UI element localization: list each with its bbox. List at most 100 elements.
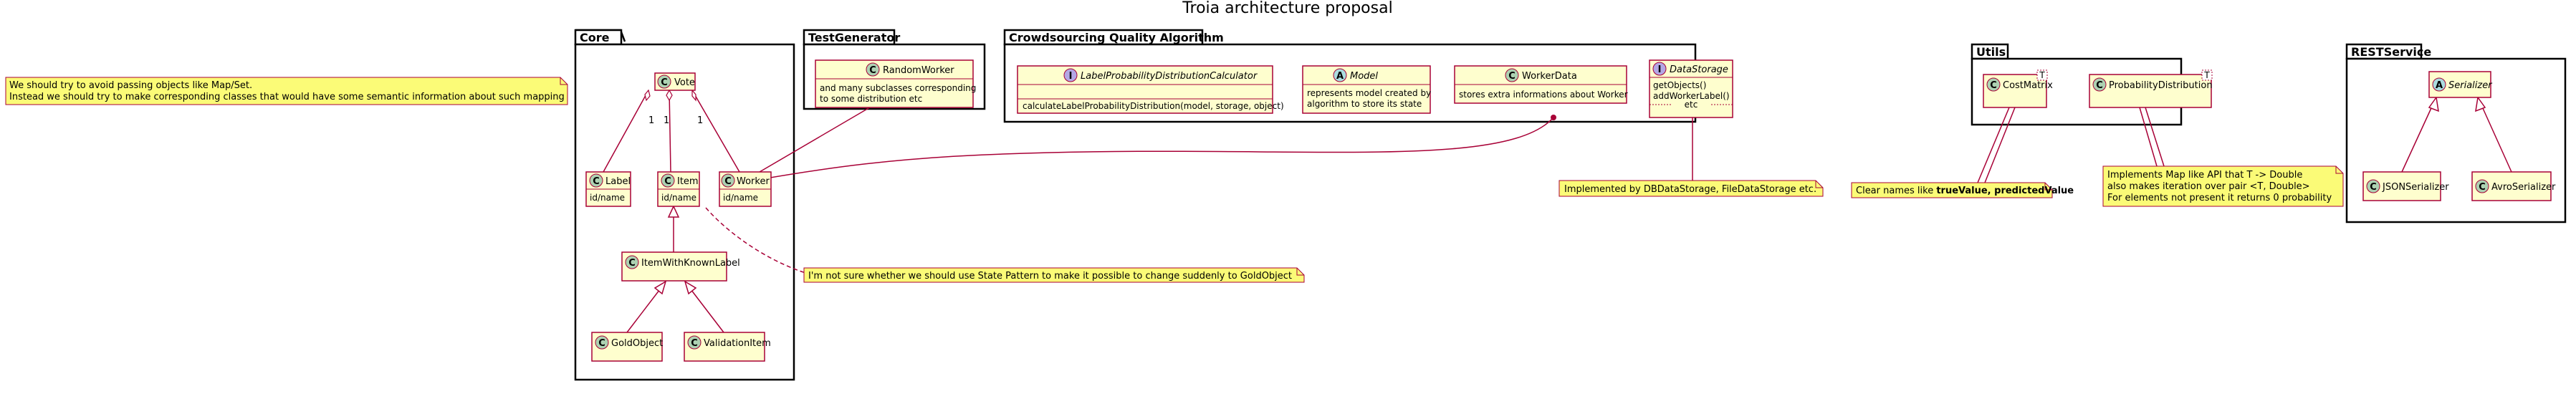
class-costmatrix-name: CostMatrix: [2003, 80, 2053, 91]
svg-text:C: C: [2370, 182, 2377, 193]
class-vote: C Vote: [654, 72, 696, 91]
svg-text:C: C: [869, 65, 876, 76]
svg-text:A: A: [1336, 71, 1344, 82]
class-randomworker: C RandomWorker and many subclasses corre…: [815, 59, 976, 108]
assoc-vote-worker: [691, 90, 740, 173]
class-avroserializer-name: AvroSerializer: [2491, 182, 2556, 193]
note-mapset: We should try to avoid passing objects l…: [5, 77, 568, 105]
class-model-desc1: represents model created by: [1307, 88, 1431, 98]
note-link-map: [2139, 107, 2158, 167]
class-worker-name: Worker: [737, 176, 770, 187]
svg-text:C: C: [2096, 80, 2103, 91]
class-serializer: A Serializer: [2428, 71, 2493, 98]
package-restservice-name: RESTService: [2351, 45, 2431, 59]
class-item-name: Item: [677, 176, 699, 187]
diamond-vote-label: [644, 89, 651, 102]
mult-worker: 1: [697, 115, 703, 126]
class-lpdc-name: LabelProbabilityDistributionCalculator: [1081, 71, 1258, 82]
note-link-names-b: [1984, 107, 2016, 183]
class-avroserializer: C AvroSerializer: [2471, 171, 2556, 201]
note-statepattern-text: I'm not sure whether we should use State…: [808, 271, 1292, 282]
class-label: C Label id/name: [585, 171, 631, 207]
class-itemwithknownlabel-name: ItemWithKnownLabel: [641, 258, 740, 269]
note-link-state: [705, 207, 816, 277]
class-workerdata-desc1: stores extra informations about Worker: [1459, 90, 1628, 100]
svg-text:C: C: [724, 176, 732, 187]
class-model-name: Model: [1350, 71, 1378, 82]
class-jsonserializer: C JSONSerializer: [2362, 171, 2449, 201]
diamond-vote-worker: [691, 89, 696, 102]
svg-text:I: I: [1069, 71, 1073, 82]
assoc-workerdata-worker: [761, 117, 1554, 180]
svg-text:C: C: [1508, 71, 1516, 82]
note-map: Implements Map like API that T -> Double…: [2102, 165, 2344, 207]
mult-item: 1: [664, 115, 669, 126]
class-vote-name: Vote: [674, 77, 695, 88]
package-testgenerator-name: TestGenerator: [808, 31, 900, 44]
class-jsonserializer-name: JSONSerializer: [2382, 182, 2449, 193]
class-worker: C Worker id/name: [719, 171, 772, 207]
class-worker-member: id/name: [723, 193, 758, 203]
workerdata-socket: [1551, 115, 1556, 120]
inherit-json-serializer: [2401, 100, 2436, 173]
class-datastorage-m2: addWorkerLabel(): [1653, 91, 1730, 101]
svg-text:C: C: [661, 77, 668, 88]
class-datastorage: I DataStorage getObjects() addWorkerLabe…: [1649, 59, 1733, 118]
class-datastorage-m1: getObjects(): [1653, 80, 1706, 90]
class-lpdc: I LabelProbabilityDistributionCalculator…: [1017, 65, 1284, 114]
inherit-gold-itemwkl: [626, 283, 665, 333]
note-mapset-line1: We should try to avoid passing objects l…: [9, 80, 252, 91]
class-validationitem: C ValidationItem: [684, 332, 771, 362]
mult-label: 1: [648, 115, 654, 126]
class-randomworker-desc2: to some distribution etc: [820, 94, 922, 104]
package-core-name: Core: [580, 31, 610, 44]
class-validationitem-name: ValidationItem: [704, 338, 771, 349]
note-names-prefix: Clear names like: [1856, 186, 1936, 196]
svg-text:C: C: [2479, 182, 2486, 193]
class-probabilitydistribution-tparam: T: [2203, 70, 2210, 80]
class-probabilitydistribution: T C ProbabilityDistribution: [2089, 69, 2213, 108]
class-label-name: Label: [605, 176, 631, 187]
class-goldobject-name: GoldObject: [611, 338, 663, 349]
class-label-member: id/name: [590, 193, 625, 203]
diamond-vote-item: [666, 89, 673, 102]
package-core: Core: [574, 29, 795, 381]
class-datastorage-name: DataStorage: [1670, 64, 1728, 75]
note-link-map-b: [2145, 107, 2165, 167]
note-link-names-a: [1977, 107, 2010, 183]
class-model: A Model represents model created by algo…: [1302, 65, 1431, 114]
note-map-line2: also makes iteration over pair <T, Doubl…: [2107, 181, 2310, 192]
class-randomworker-desc1: and many subclasses corresponding: [820, 83, 976, 93]
class-costmatrix: T C CostMatrix: [1983, 69, 2053, 108]
class-probabilitydistribution-name: ProbabilityDistribution: [2109, 80, 2213, 91]
class-serializer-name: Serializer: [2448, 80, 2493, 91]
package-utils-name: Utils: [1976, 45, 2006, 59]
svg-text:C: C: [628, 258, 636, 269]
class-goldobject: C GoldObject: [591, 332, 663, 362]
note-map-line3: For elements not present it returns 0 pr…: [2107, 193, 2332, 203]
class-randomworker-name: RandomWorker: [883, 65, 954, 76]
assoc-vote-item: [669, 90, 671, 173]
class-costmatrix-tparam: T: [2039, 70, 2045, 80]
svg-text:C: C: [664, 176, 671, 187]
diagram-title: Troia architecture proposal: [1182, 0, 1392, 17]
class-workerdata: C WorkerData stores extra informations a…: [1454, 65, 1628, 104]
note-names: Clear names like trueValue, predictedVal…: [1851, 182, 2074, 198]
svg-text:C: C: [593, 176, 600, 187]
svg-text:C: C: [1990, 80, 1997, 91]
relationships: 1 1 1: [603, 89, 2512, 333]
svg-text:I: I: [1658, 64, 1662, 75]
svg-text:C: C: [691, 338, 698, 349]
svg-text:C: C: [598, 338, 605, 349]
class-workerdata-name: WorkerData: [1522, 71, 1577, 82]
class-item-member: id/name: [661, 193, 696, 203]
class-datastorage-m3: etc: [1685, 100, 1698, 110]
svg-text:A: A: [2436, 80, 2443, 91]
inherit-validation-itemwkl: [686, 283, 724, 333]
class-itemwithknownlabel: C ItemWithKnownLabel: [621, 251, 740, 282]
note-map-line1: Implements Map like API that T -> Double: [2107, 170, 2302, 181]
note-names-bold: trueValue, predictedValue: [1936, 186, 2074, 196]
inherit-avro-serializer: [2479, 100, 2512, 173]
note-storage-text: Implemented by DBDataStorage, FileDataSt…: [1564, 184, 1816, 195]
